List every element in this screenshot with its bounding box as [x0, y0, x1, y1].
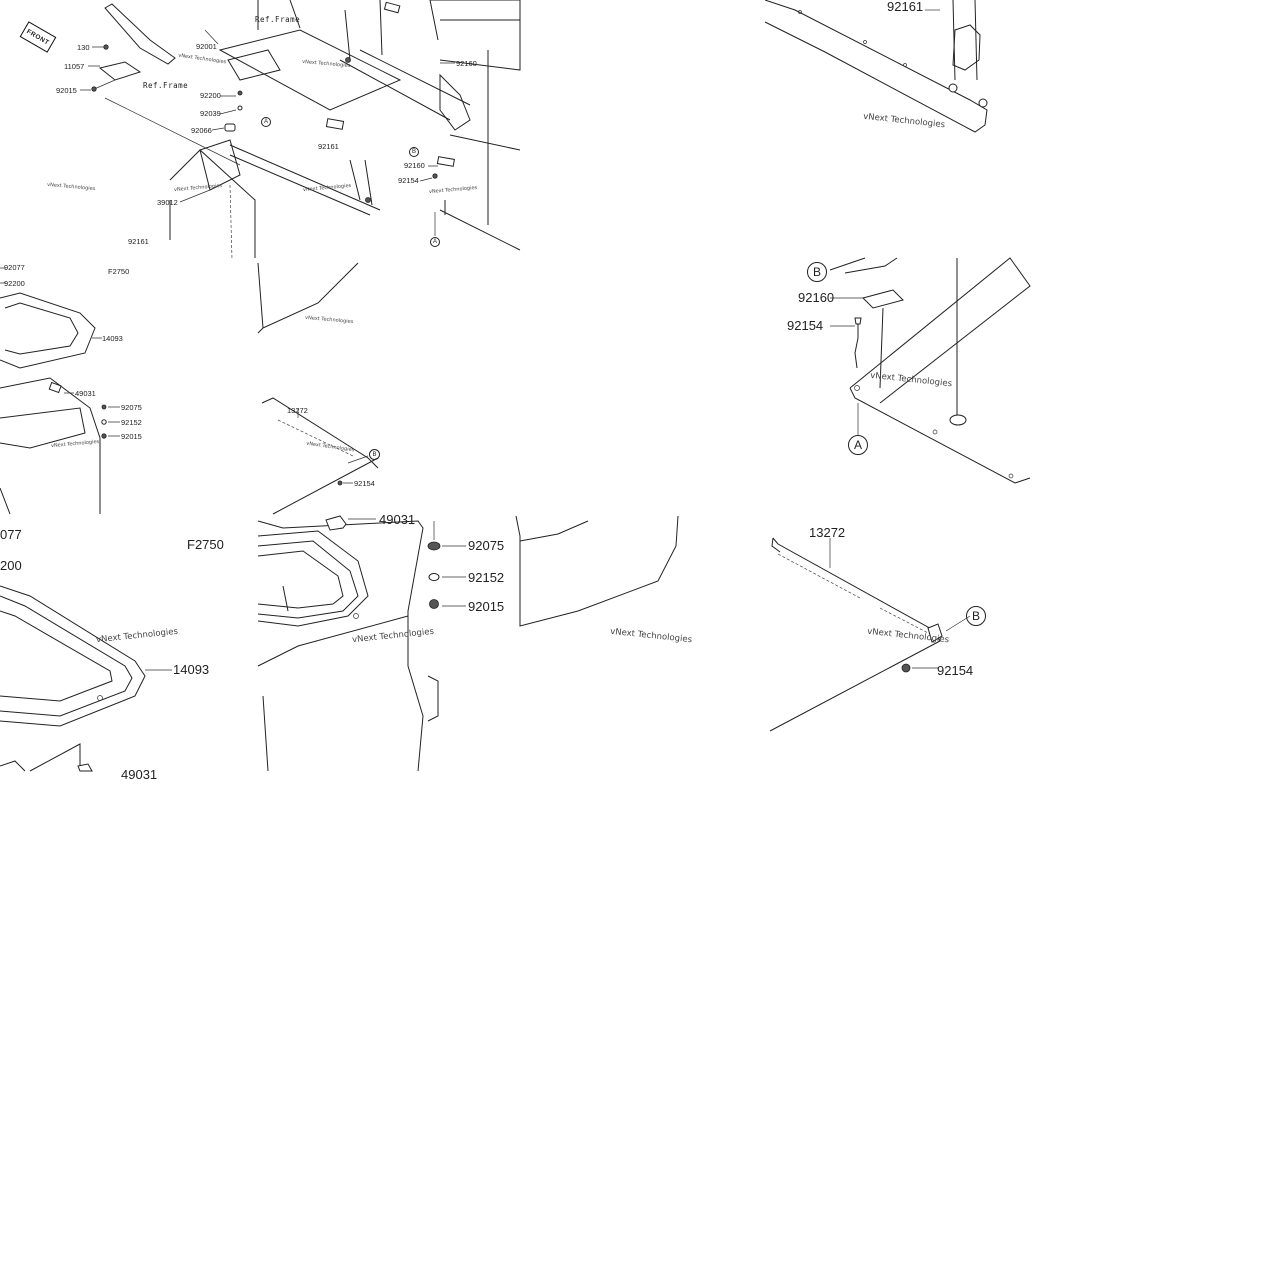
- zoom-frame-detail: 92161 vNext Technologies: [764, 0, 1030, 150]
- part-label-92015: 92015: [121, 432, 142, 441]
- part-label-39012: 39012: [157, 198, 178, 207]
- lower-left-drawing: [0, 267, 120, 515]
- callout-b: B: [369, 449, 380, 460]
- guard-detail-drawing: [769, 537, 971, 732]
- overview-drawing: [80, 0, 521, 261]
- part-label-92154: 92154: [787, 318, 824, 333]
- zoom-seat-cushion-detail: 077 200 F2750 14093 49031 vNext Technolo…: [0, 516, 258, 781]
- part-label-92152: 92152: [468, 570, 505, 585]
- callout-b: B: [409, 147, 419, 157]
- part-label-130: 130: [77, 43, 90, 52]
- part-label-14093: 14093: [102, 334, 123, 343]
- part-label-92161: 92161: [318, 142, 339, 151]
- part-label-92160: 92160: [798, 290, 835, 305]
- part-label-92001: 92001: [196, 42, 217, 51]
- figure-code: F2750: [187, 537, 224, 552]
- part-label-92154: 92154: [354, 479, 375, 488]
- part-label-13272: 13272: [809, 525, 846, 540]
- callout-b: B: [807, 262, 827, 282]
- part-label-92075: 92075: [121, 403, 142, 412]
- part-label-92077: 92077: [4, 263, 25, 272]
- zoom-guard-detail: 13272 B 92154 vNext Technologies: [769, 516, 1030, 771]
- part-label-92200: 92200: [200, 91, 221, 100]
- part-label-92015: 92015: [56, 86, 77, 95]
- callout-a: A: [261, 117, 271, 127]
- part-label-92075: 92075: [468, 538, 505, 553]
- part-label-92160: 92160: [404, 161, 425, 170]
- part-label-13272: 13272: [287, 406, 308, 415]
- part-label-92152: 92152: [121, 418, 142, 427]
- seat-floor-drawing: [829, 257, 1031, 484]
- callout-a: A: [848, 435, 868, 455]
- overview-panel: FRONT Ref.Frame Ref.Frame 130 11057 9201…: [0, 0, 521, 262]
- overview-lower-center: 13272 B 92154 vNext Technologies vNext T…: [257, 258, 520, 516]
- part-label-49031: 49031: [121, 767, 158, 782]
- part-label-92161: 92161: [128, 237, 149, 246]
- part-label-92160: 92160: [456, 59, 477, 68]
- overview-lower-left: 92077 92200 F2750 14093 49031 92075 9215…: [0, 258, 258, 516]
- part-label-92200: 92200: [4, 279, 25, 288]
- frame-detail-drawing: [764, 0, 988, 133]
- part-label-92039: 92039: [200, 109, 221, 118]
- callout-b: B: [966, 606, 986, 626]
- part-label-11057: 11057: [64, 62, 85, 71]
- part-label-49031: 49031: [379, 512, 416, 527]
- ref-frame-label: Ref.Frame: [143, 81, 189, 90]
- zoom-seat-floor-detail: B 92160 92154 A vNext Technologies: [775, 257, 1031, 484]
- part-label-92077: 077: [0, 527, 22, 542]
- ref-frame-label: Ref.Frame: [255, 15, 301, 24]
- part-label-92154: 92154: [937, 663, 974, 678]
- figure-code: F2750: [108, 267, 130, 276]
- callout-a: A: [430, 237, 440, 247]
- part-label-14093: 14093: [173, 662, 210, 677]
- zoom-seat-base-detail: 49031 92075 92152 92015 vNext Technologi…: [257, 512, 692, 772]
- part-label-92154: 92154: [398, 176, 419, 185]
- seat-base-drawing: [257, 515, 679, 772]
- part-label-92015: 92015: [468, 599, 505, 614]
- seat-cushion-drawing: [0, 585, 172, 772]
- lower-center-drawing: [257, 262, 379, 515]
- part-label-92200: 200: [0, 558, 22, 573]
- part-label-49031: 49031: [75, 389, 96, 398]
- part-label-92066: 92066: [191, 126, 212, 135]
- part-label-92161: 92161: [887, 0, 924, 14]
